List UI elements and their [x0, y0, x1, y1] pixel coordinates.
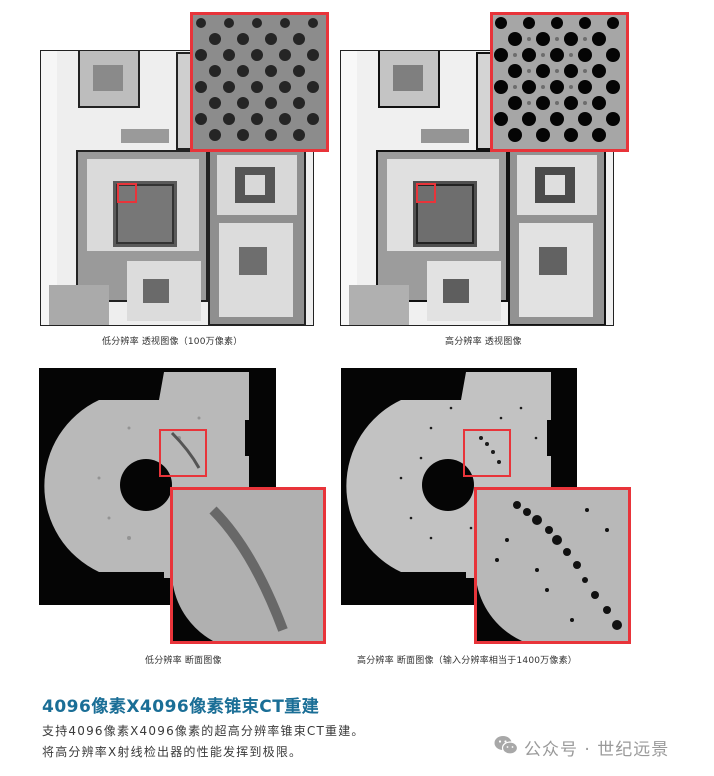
section-line-2: 将高分辨率X射线检出器的性能发挥到极限。 — [42, 745, 303, 759]
watermark-label: 公众号 · 世纪远景 — [524, 740, 670, 760]
zoom-region-marker — [117, 183, 137, 203]
caption-ct-high-res: 高分辨率 断面图像（输入分辨率相当于1400万像素） — [357, 656, 577, 666]
section-line-1: 支持4096像素X4096像素的超高分辨率锥束CT重建。 — [42, 724, 365, 738]
watermark: 公众号 · 世纪远景 — [494, 735, 669, 760]
xray-low-res-zoom-inset — [190, 12, 329, 152]
zoom-region-marker — [416, 183, 436, 203]
ct-low-res-image — [39, 368, 276, 605]
section-heading: 4096像素X4096像素锥束CT重建 — [42, 697, 320, 717]
caption-xray-high-res: 高分辨率 透视图像 — [445, 337, 522, 347]
caption-ct-low-res: 低分辨率 断面图像 — [145, 656, 222, 666]
xray-high-res-image — [340, 50, 614, 326]
ct-high-res-image — [341, 368, 577, 605]
ct-high-res-zoom-inset — [474, 487, 631, 644]
xray-high-res-zoom-inset — [490, 12, 629, 152]
ct-low-res-zoom-inset — [170, 487, 326, 644]
caption-xray-low-res: 低分辨率 透视图像（100万像素） — [102, 337, 243, 347]
wechat-icon — [494, 735, 519, 760]
